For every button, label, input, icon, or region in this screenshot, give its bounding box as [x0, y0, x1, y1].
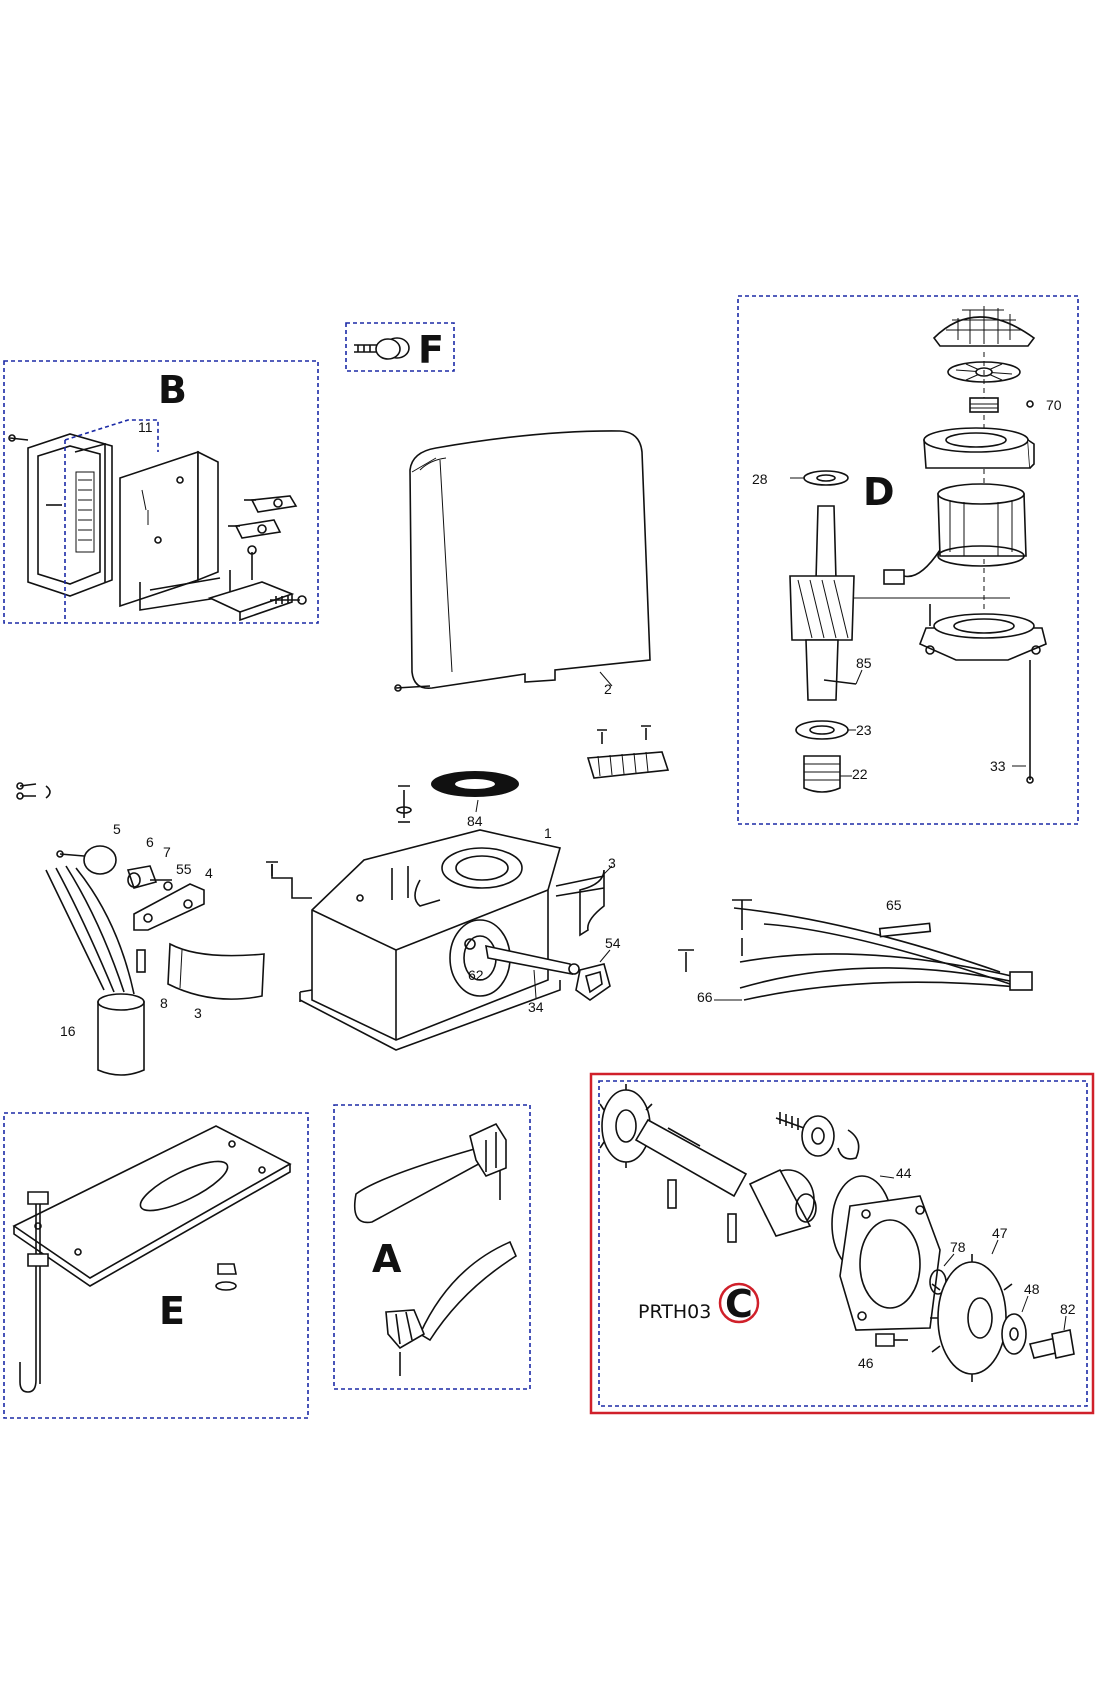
washer-48 [1001, 1313, 1027, 1355]
leader-54 [599, 949, 611, 963]
part-number-46: 46 [858, 1355, 874, 1371]
part-number-48: 48 [1024, 1281, 1040, 1297]
cover-seal-ring [431, 771, 519, 797]
group-f-frame [345, 322, 455, 372]
group-letter-a: A [372, 1237, 402, 1281]
motor-shaft-assembly [789, 470, 857, 793]
leader-47 [991, 1239, 999, 1255]
motor-flange [918, 604, 1047, 661]
part-number-70: 70 [1046, 397, 1062, 413]
lever-cover-right [555, 869, 605, 937]
group-e-frame [3, 1112, 309, 1419]
part-number-4: 4 [205, 865, 213, 881]
part-number-5: 5 [113, 821, 121, 837]
wiring-harness [678, 899, 1033, 1001]
capacitor [45, 865, 145, 1076]
part-number-82: 82 [1060, 1301, 1076, 1317]
nut-washer [215, 1263, 237, 1291]
part-number-47: 47 [992, 1225, 1008, 1241]
control-box-housing [8, 433, 113, 597]
housing-screws [266, 785, 412, 899]
drive-sprocket-gear [930, 1254, 1014, 1382]
part-number-44: 44 [896, 1165, 912, 1181]
motor-stator [883, 483, 1027, 585]
control-board-bracket [119, 450, 231, 611]
motor-end-shield [923, 427, 1035, 469]
worm-gear-hub [748, 1168, 817, 1237]
group-c-highlight-frame [589, 1072, 1095, 1415]
part-number-3-left: 3 [194, 1005, 202, 1021]
limit-switch-plate [207, 545, 307, 622]
motor-bearing-top [969, 397, 999, 413]
part-number-54: 54 [605, 935, 621, 951]
part-number-6: 6 [146, 834, 154, 850]
group-b-inner-frame [64, 419, 159, 623]
screw-70 [1026, 400, 1034, 408]
part-number-7: 7 [163, 844, 171, 860]
part-number-2: 2 [604, 681, 612, 697]
part-number-34: 34 [528, 999, 544, 1015]
part-number-22: 22 [852, 766, 868, 782]
part-number-55: 55 [176, 861, 192, 877]
part-number-28: 28 [752, 471, 768, 487]
release-key [575, 963, 611, 1001]
group-a-frame [333, 1104, 531, 1390]
group-c-marker-circle [718, 1282, 760, 1324]
part-number-33: 33 [990, 758, 1006, 774]
part-number-3-right: 3 [608, 855, 616, 871]
part-number-84: 84 [467, 813, 483, 829]
leader-82 [1063, 1315, 1067, 1331]
terminal-block [586, 725, 670, 779]
motor-cover [394, 430, 651, 692]
release-lever-parts [56, 845, 265, 1000]
bearing-spring [775, 1112, 860, 1160]
group-letter-c: C [725, 1282, 753, 1326]
group-letter-b: B [158, 368, 187, 412]
leader-48 [1021, 1295, 1029, 1313]
group-frames [3, 295, 1095, 1419]
leader-3b [603, 865, 613, 875]
leader-44 [879, 1175, 895, 1179]
group-letters: B F D E A PRTH03 C [158, 328, 895, 1333]
gear-housing-flange [839, 1195, 941, 1331]
group-b-frame [3, 360, 319, 624]
part-number-11: 11 [138, 419, 153, 435]
leader-78 [943, 1253, 955, 1267]
release-keys-icon [354, 337, 410, 360]
part-number-78: 78 [950, 1239, 966, 1255]
release-shaft [485, 944, 580, 999]
gearbox-base-housing [299, 829, 562, 1051]
limit-bracket-lower [385, 1240, 518, 1376]
small-screws [16, 782, 51, 800]
part-number-8: 8 [160, 995, 168, 1011]
part-code-label: PRTH03 [638, 1301, 711, 1323]
motor-tie-rod [1026, 660, 1034, 784]
part-number-23: 23 [856, 722, 872, 738]
part-number-65: 65 [886, 897, 902, 913]
group-d-frame [737, 295, 1079, 825]
motor-fan-cover [932, 306, 1036, 347]
limit-bracket-upper [353, 1122, 507, 1224]
leader-85 [855, 669, 863, 685]
limit-switch-magnets [228, 495, 298, 539]
group-letter-f: F [418, 328, 444, 372]
part-number-1: 1 [544, 825, 552, 841]
part-number-66: 66 [697, 989, 713, 1005]
group-letter-e: E [159, 1289, 185, 1333]
anchor-bolt [19, 1191, 49, 1393]
part-number-85: 85 [856, 655, 872, 671]
output-shaft [634, 1118, 748, 1243]
group-letter-d: D [863, 470, 895, 514]
part-number-62: 62 [468, 967, 484, 983]
foundation-plate [12, 1125, 292, 1287]
screw-46 [875, 1333, 908, 1347]
bolt-82 [1028, 1329, 1075, 1359]
part-number-16: 16 [60, 1023, 76, 1039]
group-c-frame [598, 1080, 1088, 1407]
leader-84 [475, 799, 479, 813]
